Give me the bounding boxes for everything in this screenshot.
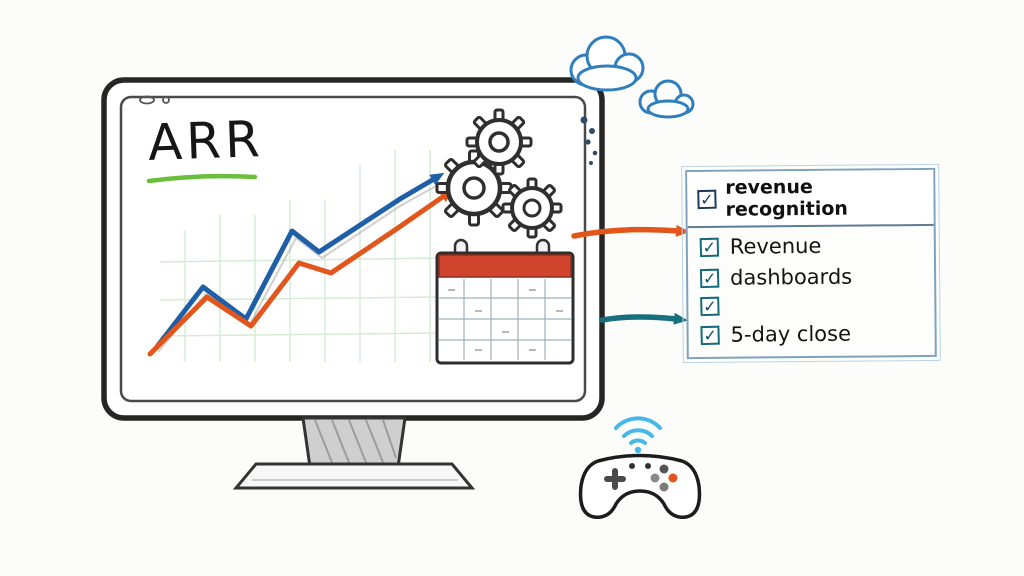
face-buttons [650,464,678,492]
wifi-icon [614,416,662,454]
checklist-panel: ✓ revenue recognition ✓ Revenue ✓ dashbo… [681,163,941,364]
gears-icon [435,108,563,239]
orange-arrow [571,224,690,239]
checklist-header-label: revenue recognition [725,175,849,221]
cloud-icon [638,79,695,119]
dotted-trail [580,116,598,165]
arr-label: ARR [147,109,265,173]
pencil-sketch-line [157,185,437,353]
dpad-icon [604,468,626,490]
monitor-stand [232,416,476,490]
checklist-item: ✓ dashboards [688,257,934,290]
checkbox-checked-icon: ✓ [699,237,720,257]
gear-icon [435,149,513,227]
webcam-dots [139,95,170,105]
trend-chart [147,172,454,357]
title-underline [146,173,258,184]
checkbox-checked-icon: ✓ [699,268,720,288]
game-controller-icon [578,453,702,519]
chart-grid [159,150,441,362]
checkbox-checked-icon: ✓ [700,296,720,317]
blue-trend-line [153,172,445,351]
checklist-item: ✓ 5-day close [688,314,934,347]
gear-icon [465,108,533,176]
calendar-icon [435,238,575,365]
checklist-item-label: 5-day close [730,321,852,347]
checklist-item: ✓ [688,288,934,317]
checklist-item-label: dashboards [730,264,853,290]
cloud-icon [569,35,645,92]
checklist-item-label: Revenue [729,233,822,259]
checklist-header: ✓ revenue recognition [687,169,934,229]
checklist-item: ✓ Revenue [688,226,934,259]
orange-trend-line [147,189,454,357]
checkbox-checked-icon: ✓ [700,325,720,345]
checkbox-checked-icon: ✓ [697,189,717,209]
teal-arrow [599,312,688,325]
gear-icon [501,177,563,239]
